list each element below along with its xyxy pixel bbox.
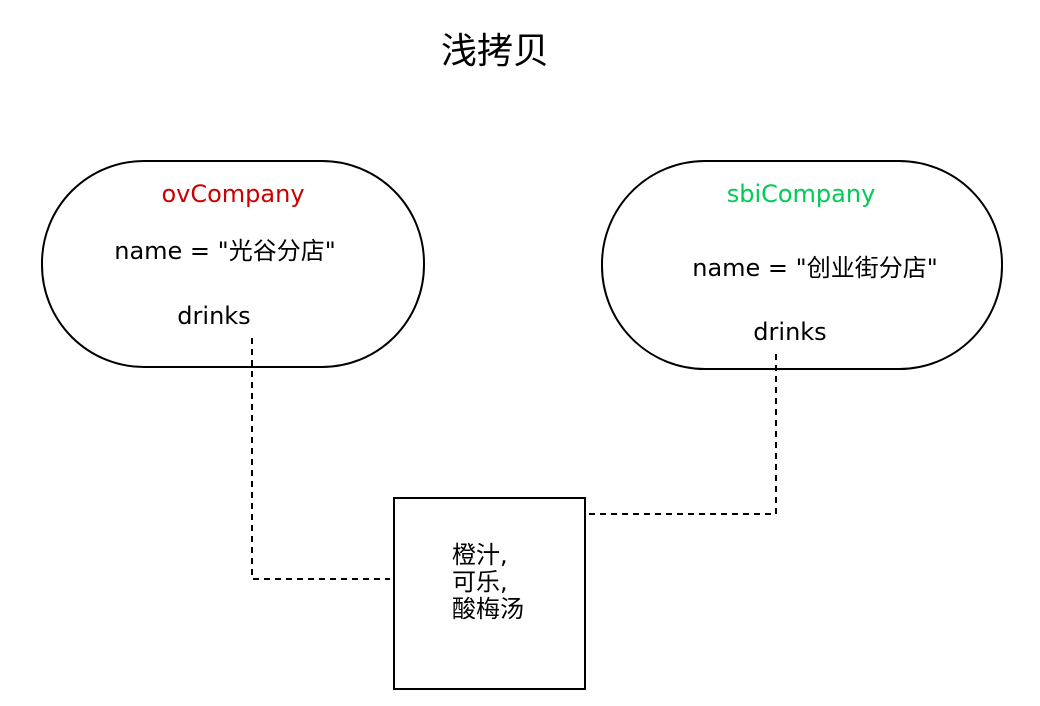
sbi-drinks-reference-line <box>587 354 777 515</box>
drinks-item-2: 可乐, <box>452 568 508 596</box>
ov-drinks-reference-line <box>251 338 390 580</box>
sbi-company-name-field: name = "创业街分店" <box>692 254 938 282</box>
drinks-item-1: 橙汁, <box>452 541 508 569</box>
ov-company-drinks-field: drinks <box>177 302 250 330</box>
sbi-company-drinks-field: drinks <box>753 318 826 346</box>
ov-company-object-shape[interactable] <box>41 160 425 368</box>
ov-company-name-field: name = "光谷分店" <box>114 237 336 265</box>
diagram-title: 浅拷贝 <box>441 31 549 72</box>
sbi-company-object-shape[interactable] <box>601 160 1003 370</box>
drinks-item-3: 酸梅汤 <box>452 595 524 623</box>
ov-company-label: ovCompany <box>161 180 304 208</box>
sbi-company-label: sbiCompany <box>727 180 876 208</box>
shared-drinks-box[interactable] <box>393 497 586 690</box>
